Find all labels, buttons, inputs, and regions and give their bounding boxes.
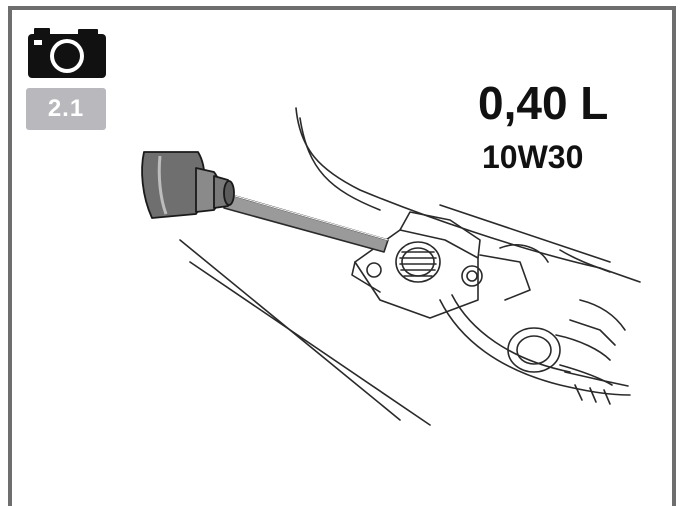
step-number-badge: 2.1 <box>26 88 106 130</box>
instruction-panel <box>8 6 676 506</box>
camera-icon <box>28 28 106 78</box>
oil-quantity: 0,40 L <box>478 77 609 129</box>
oil-grade: 10W30 <box>482 139 584 175</box>
